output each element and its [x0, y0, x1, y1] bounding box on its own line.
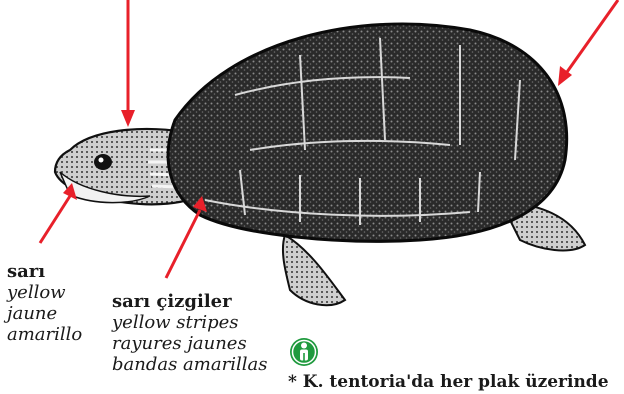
label-stripes-en: yellow stripes — [112, 312, 267, 333]
turtle-shell — [168, 24, 567, 241]
front-leg — [283, 235, 345, 305]
eye-highlight — [99, 158, 104, 163]
label-yellow-title: sarı — [7, 261, 82, 282]
label-stripes-es: bandas amarillas — [112, 354, 267, 375]
person-in-circle-icon — [289, 337, 319, 367]
label-yellow-es: amarillo — [7, 324, 82, 345]
label-yellow-en: yellow — [7, 282, 82, 303]
label-yellow: sarı yellow jaune amarillo — [7, 261, 82, 345]
label-yellow-fr: jaune — [7, 303, 82, 324]
label-stripes-title: sarı çizgiler — [112, 291, 267, 312]
label-stripes-fr: rayures jaunes — [112, 333, 267, 354]
turtle-eye — [94, 154, 112, 170]
label-stripes: sarı çizgiler yellow stripes rayures jau… — [112, 291, 267, 375]
footnote-text: * K. tentoria'da her plak üzerinde — [288, 372, 609, 392]
